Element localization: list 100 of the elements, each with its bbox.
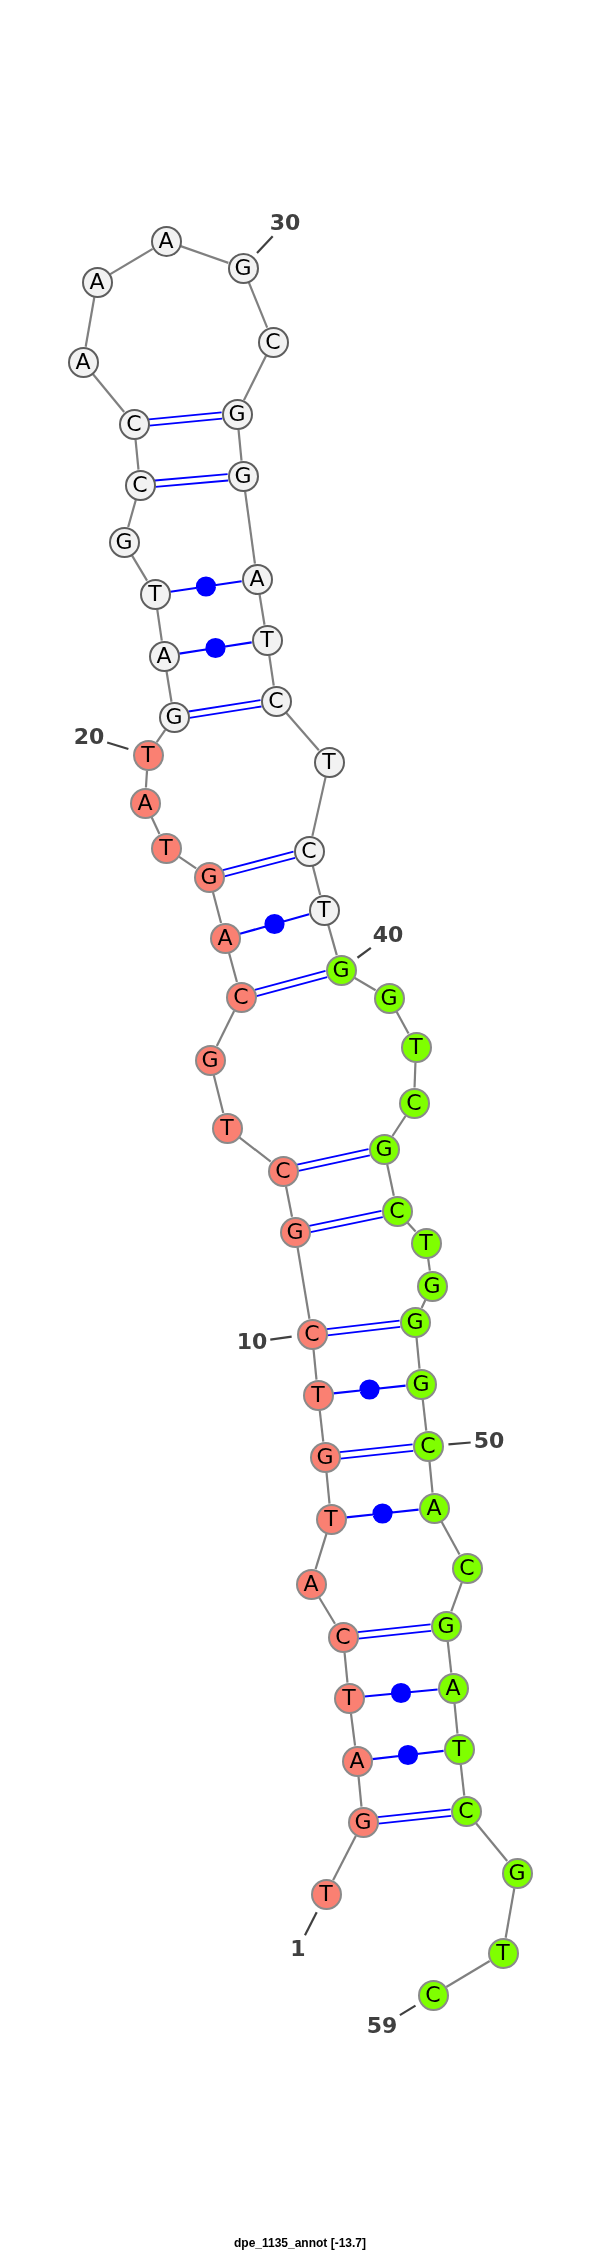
base-letter: C xyxy=(459,1557,475,1579)
backbone-line xyxy=(150,816,161,835)
backbone-line xyxy=(475,1822,508,1862)
base-letter: C xyxy=(304,1323,320,1345)
base-letter: A xyxy=(156,645,172,667)
backbone-line xyxy=(244,491,256,564)
base-pair-dot-line xyxy=(178,637,253,659)
backbone-line xyxy=(127,499,137,528)
nucleotide-circle xyxy=(487,1937,519,1969)
nucleotide-circle xyxy=(227,252,259,284)
base-letter: C xyxy=(425,1984,441,2006)
backbone-line xyxy=(427,1258,431,1271)
nucleotide-circle xyxy=(81,266,113,298)
base-letter: G xyxy=(228,403,246,425)
backbone-line xyxy=(325,1472,331,1504)
backbone-line xyxy=(395,1011,410,1034)
leader-line xyxy=(399,2004,417,2017)
backbone-line xyxy=(440,1521,461,1555)
leader-line xyxy=(270,1335,292,1341)
nucleotide-circle xyxy=(400,1031,432,1063)
backbone-line xyxy=(155,729,167,743)
nucleotide-circle xyxy=(211,1112,243,1144)
position-number: 1 xyxy=(290,1938,306,1960)
base-letter: T xyxy=(260,629,274,651)
base-pair-dot-line xyxy=(371,1744,445,1766)
base-pair-dot-line xyxy=(238,913,311,935)
base-letter: C xyxy=(420,1435,436,1457)
nucleotide-circle xyxy=(381,1195,413,1227)
backbone-line xyxy=(406,1221,417,1233)
backbone-line xyxy=(180,245,229,264)
base-letter: C xyxy=(132,474,148,496)
position-number: 20 xyxy=(73,726,105,748)
nucleotide-circle xyxy=(67,346,99,378)
backbone-line xyxy=(178,855,197,870)
base-letter: A xyxy=(89,271,105,293)
nucleotide-circle xyxy=(418,1492,450,1524)
nucleotide-circle xyxy=(450,1795,482,1827)
base-letter: G xyxy=(200,866,218,888)
base-letter: A xyxy=(137,792,153,814)
leader-line xyxy=(106,741,129,751)
nucleotide-circle xyxy=(416,1270,448,1302)
base-letter: A xyxy=(349,1750,365,1772)
backbone-line xyxy=(247,281,269,329)
nucleotide-circle xyxy=(251,624,283,656)
position-number: 59 xyxy=(366,2015,398,2037)
nucleotide-circle xyxy=(221,398,253,430)
base-letter: A xyxy=(249,568,265,590)
position-number: 10 xyxy=(236,1331,268,1353)
nucleotide-circle xyxy=(279,1216,311,1248)
position-number: 50 xyxy=(473,1430,505,1452)
backbone-line xyxy=(92,373,125,413)
nucleotide-circle xyxy=(124,469,156,501)
base-pair-double-line xyxy=(253,969,329,998)
backbone-line xyxy=(237,429,243,461)
base-letter: C xyxy=(126,413,142,435)
backbone-line xyxy=(84,297,96,347)
base-letter: T xyxy=(141,744,155,766)
nucleotide-circle xyxy=(225,981,257,1013)
backbone-line xyxy=(450,1582,463,1612)
nucleotide-circle xyxy=(313,746,345,778)
base-pair-double-line xyxy=(187,699,263,719)
nucleotide-circle xyxy=(325,954,357,986)
nucleotide-circle xyxy=(443,1733,475,1765)
nucleotide-circle xyxy=(293,835,325,867)
nucleotide-circle xyxy=(227,460,259,492)
backbone-line xyxy=(327,924,338,956)
nucleotide-circle xyxy=(193,861,225,893)
nucleotide-circle xyxy=(302,1379,334,1411)
nucleotide-circle xyxy=(308,894,340,926)
base-letter: G xyxy=(354,1811,372,1833)
backbone-line xyxy=(212,1074,225,1114)
base-letter: T xyxy=(452,1738,466,1760)
base-pair-double-line xyxy=(153,473,230,488)
nucleotide-circle xyxy=(209,922,241,954)
base-letter: G xyxy=(201,1049,219,1071)
backbone-line xyxy=(343,1652,349,1683)
nucleotide-circle xyxy=(108,526,140,558)
nucleotide-circle xyxy=(412,1430,444,1462)
base-letter: C xyxy=(458,1800,474,1822)
base-letter: G xyxy=(375,1138,393,1160)
position-number: 40 xyxy=(372,924,404,946)
nucleotide-circle xyxy=(368,1133,400,1165)
nucleotide-circle xyxy=(437,1672,469,1704)
base-letter: G xyxy=(423,1275,441,1297)
base-letter: G xyxy=(115,531,133,553)
base-letter: T xyxy=(220,1117,234,1139)
base-pair-double-line xyxy=(296,1148,371,1172)
base-letter: T xyxy=(419,1232,433,1254)
base-pair-double-line xyxy=(338,1443,415,1460)
nucleotide-circle xyxy=(333,1682,365,1714)
backbone-line xyxy=(211,891,223,924)
nucleotide-circle xyxy=(347,1806,379,1838)
backbone-line xyxy=(268,655,275,686)
base-letter: G xyxy=(165,706,183,728)
base-letter: C xyxy=(406,1092,422,1114)
backbone-line xyxy=(415,1337,421,1369)
backbone-line xyxy=(413,1062,417,1088)
base-letter: T xyxy=(148,583,162,605)
base-letter: C xyxy=(301,840,317,862)
nucleotide-circle xyxy=(296,1318,328,1350)
